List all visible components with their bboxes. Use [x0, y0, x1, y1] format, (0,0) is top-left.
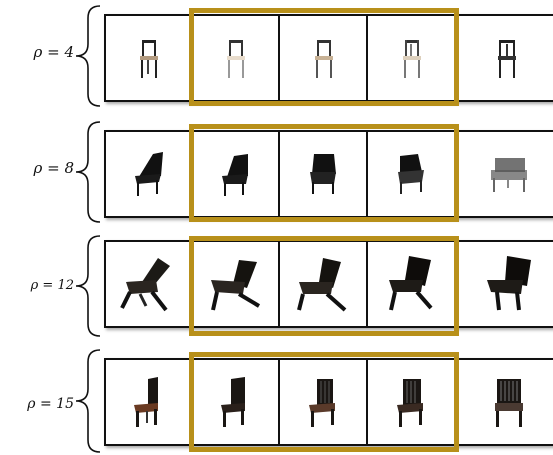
- label-equals: =: [38, 278, 58, 293]
- chair-image: [280, 16, 368, 100]
- label-value: 8: [64, 159, 74, 177]
- label-symbol: ρ: [33, 159, 43, 177]
- chair-image: [106, 360, 192, 444]
- label-equals: =: [35, 396, 57, 412]
- brace-icon: [75, 5, 101, 107]
- row-label: ρ = 8: [2, 158, 74, 178]
- row-rho-4: ρ = 4: [0, 2, 553, 107]
- chair-image: [192, 132, 280, 216]
- image-strip: [104, 14, 553, 102]
- chair-image: [280, 242, 368, 326]
- image-strip: [104, 130, 553, 218]
- row-label: ρ = 4: [2, 42, 74, 62]
- chair-image: [192, 16, 280, 100]
- label-equals: =: [42, 43, 65, 61]
- chair-image: [192, 242, 280, 326]
- chair-image: [456, 16, 553, 100]
- chair-image: [106, 16, 192, 100]
- row-rho-12: ρ = 12: [0, 232, 553, 337]
- image-strip: [104, 358, 553, 446]
- chair-image: [368, 360, 456, 444]
- brace-icon: [75, 235, 101, 337]
- chair-image: [456, 360, 553, 444]
- row-label: ρ = 12: [2, 276, 74, 296]
- label-value: 12: [57, 278, 74, 293]
- chair-image: [368, 132, 456, 216]
- chair-image: [280, 360, 368, 444]
- label-symbol: ρ: [27, 396, 36, 412]
- image-strip: [104, 240, 553, 328]
- row-rho-15: ρ = 15: [0, 346, 553, 453]
- label-equals: =: [42, 159, 65, 177]
- chair-image: [368, 242, 456, 326]
- label-symbol: ρ: [33, 43, 43, 61]
- chair-image: [456, 242, 553, 326]
- chair-image: [456, 132, 553, 216]
- chair-image: [106, 132, 192, 216]
- chair-image: [368, 16, 456, 100]
- brace-icon: [75, 121, 101, 223]
- chair-image: [192, 360, 280, 444]
- brace-icon: [75, 349, 101, 453]
- row-label: ρ = 15: [2, 394, 74, 414]
- row-rho-8: ρ = 8: [0, 118, 553, 223]
- chair-image: [280, 132, 368, 216]
- chair-image: [106, 242, 192, 326]
- label-symbol: ρ: [30, 278, 39, 293]
- label-value: 4: [64, 43, 74, 61]
- label-value: 15: [56, 396, 74, 412]
